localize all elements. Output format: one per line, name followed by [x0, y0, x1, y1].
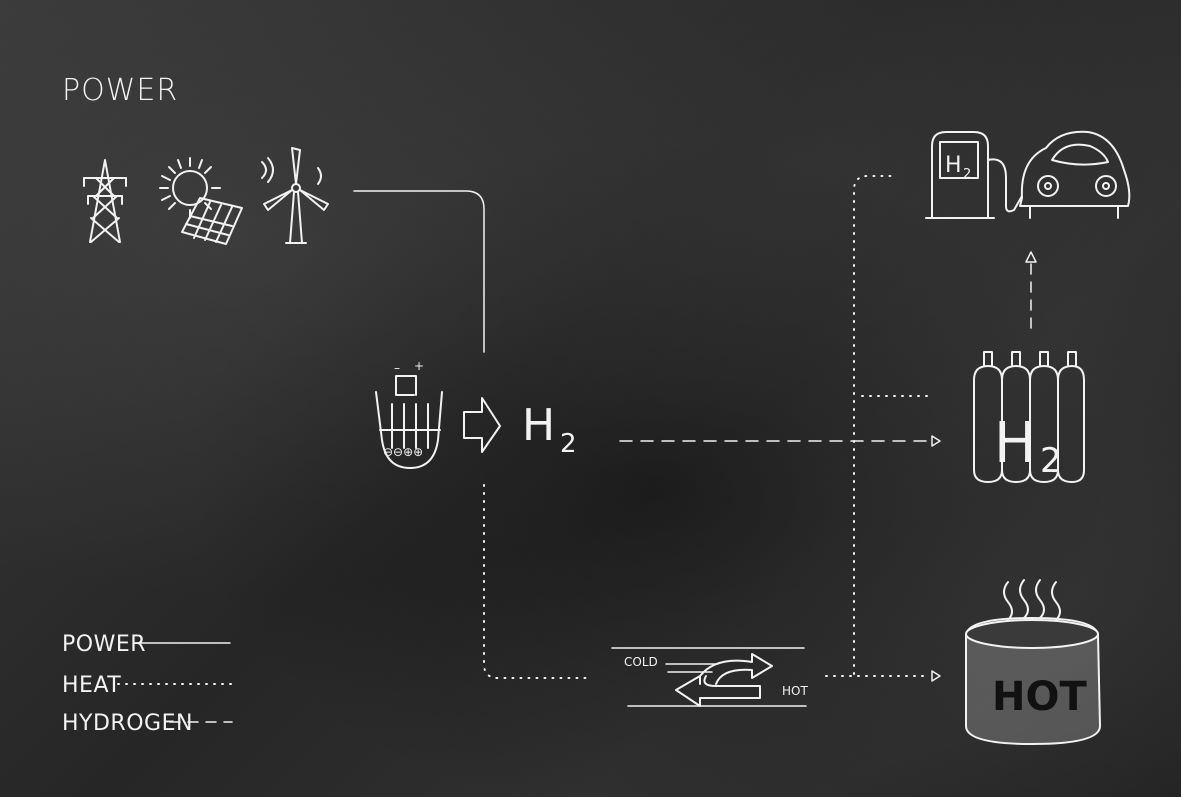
- electrolyzer-charges: ⊖⊖⊕⊕: [383, 445, 423, 459]
- legend-hydrogen-label: HYDROGEN: [62, 711, 193, 736]
- fuel-pump-icon: [925, 131, 1023, 219]
- tanks-subscript: 2: [1040, 441, 1062, 481]
- hydrogen-product-subscript: 2: [560, 429, 577, 459]
- steam-icon: [1003, 579, 1061, 621]
- power-pylon-icon: [83, 159, 127, 243]
- legend: POWER HEAT HYDROGEN: [62, 632, 233, 736]
- hydrogen-tanks-icon: [973, 351, 1085, 483]
- electrolyzer-icon: [375, 375, 443, 469]
- pump-subscript: 2: [963, 167, 971, 182]
- hot-storage-tank-icon: [965, 616, 1102, 746]
- hot-storage-label: HOT: [992, 674, 1087, 720]
- heat-exchanger-icon: [611, 647, 807, 707]
- wind-turbine-icon: [261, 147, 329, 244]
- hydrogen-arrowhead: [931, 435, 941, 447]
- exchanger-cold-label: COLD: [624, 655, 658, 669]
- fuel-arrowhead: [1025, 251, 1037, 263]
- exchanger-hot-label: HOT: [782, 684, 808, 698]
- electrolyzer-minus-sign: –: [394, 361, 400, 375]
- power-line: [353, 190, 485, 353]
- heat-line-to-exchanger: [483, 484, 593, 679]
- power-title: POWER: [62, 73, 178, 108]
- pump-label: H: [945, 153, 962, 178]
- electrolyzer-plus-sign: +: [414, 359, 424, 373]
- hydrogen-product-label: H: [522, 400, 555, 451]
- heat-arrowhead: [931, 670, 941, 682]
- process-arrow-icon: [463, 397, 501, 453]
- legend-heat-label: HEAT: [62, 673, 121, 698]
- hydrogen-car-icon: [1019, 130, 1131, 219]
- legend-power-label: POWER: [62, 632, 146, 657]
- heat-line-to-fuel-station: [853, 175, 895, 675]
- tanks-label: H: [994, 411, 1036, 476]
- solar-panel-icon: [159, 157, 243, 245]
